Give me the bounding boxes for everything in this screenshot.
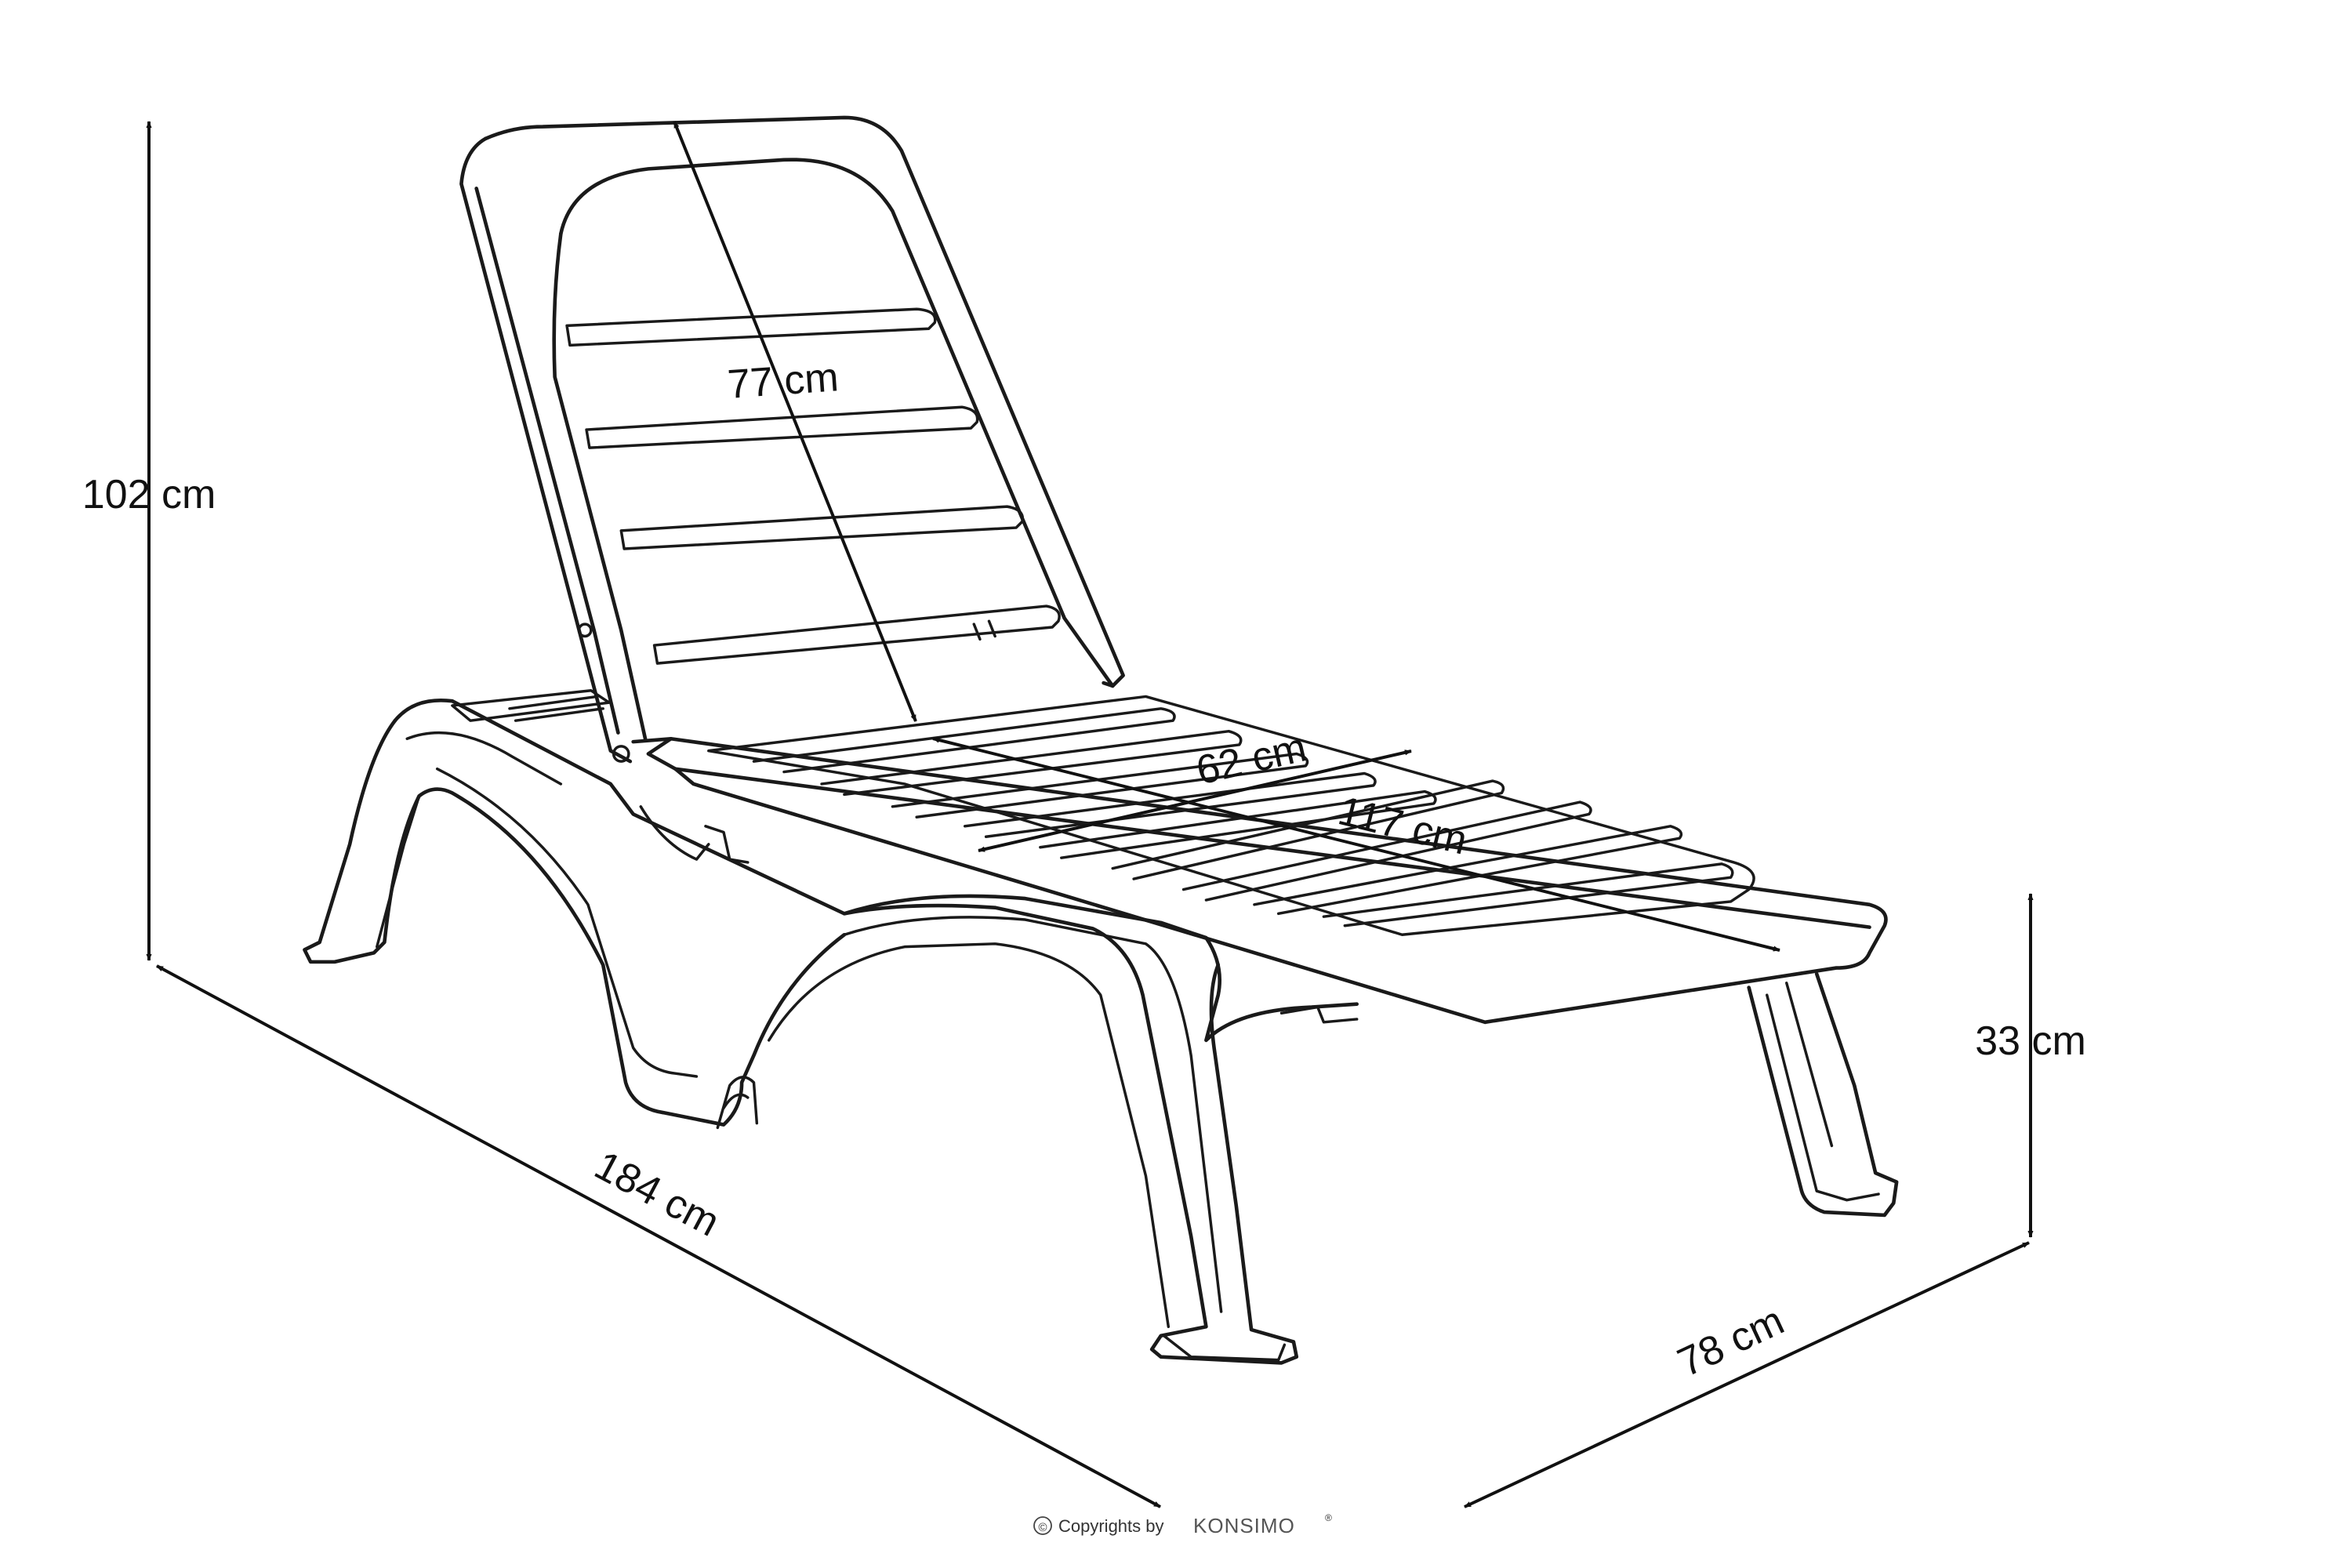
total-width-label: 78 cm: [1671, 1298, 1791, 1385]
copyright-text: Copyrights by: [1058, 1516, 1164, 1536]
copyright-symbol: ©: [1038, 1521, 1047, 1534]
brand-logo: KONSIMO: [1193, 1514, 1295, 1537]
dimension-lines: [146, 121, 2034, 1508]
seat-height-label: 33 cm: [1975, 1018, 2086, 1064]
backrest-length-label: 77 cm: [726, 354, 840, 408]
sun-lounger-illustration: [303, 115, 1899, 1365]
copyright-footer: © Copyrights by KONSIMO ®: [1033, 1512, 1332, 1537]
dimension-labels: 102 cm 77 cm 62 cm 117 cm 184 cm 78 cm 3…: [82, 354, 2086, 1386]
height-total-label: 102 cm: [82, 472, 216, 517]
copyright-icon: [1033, 1516, 1052, 1535]
total-length-label: 184 cm: [587, 1142, 727, 1245]
seat-length-line: [932, 737, 1780, 952]
total-width-line: [1464, 1241, 2030, 1508]
total-length-line: [156, 964, 1161, 1508]
backrest: [459, 115, 1125, 764]
rear-leg: [1747, 971, 1899, 1218]
brand-registered-mark: ®: [1325, 1512, 1332, 1523]
backrest-length-line: [673, 121, 917, 722]
